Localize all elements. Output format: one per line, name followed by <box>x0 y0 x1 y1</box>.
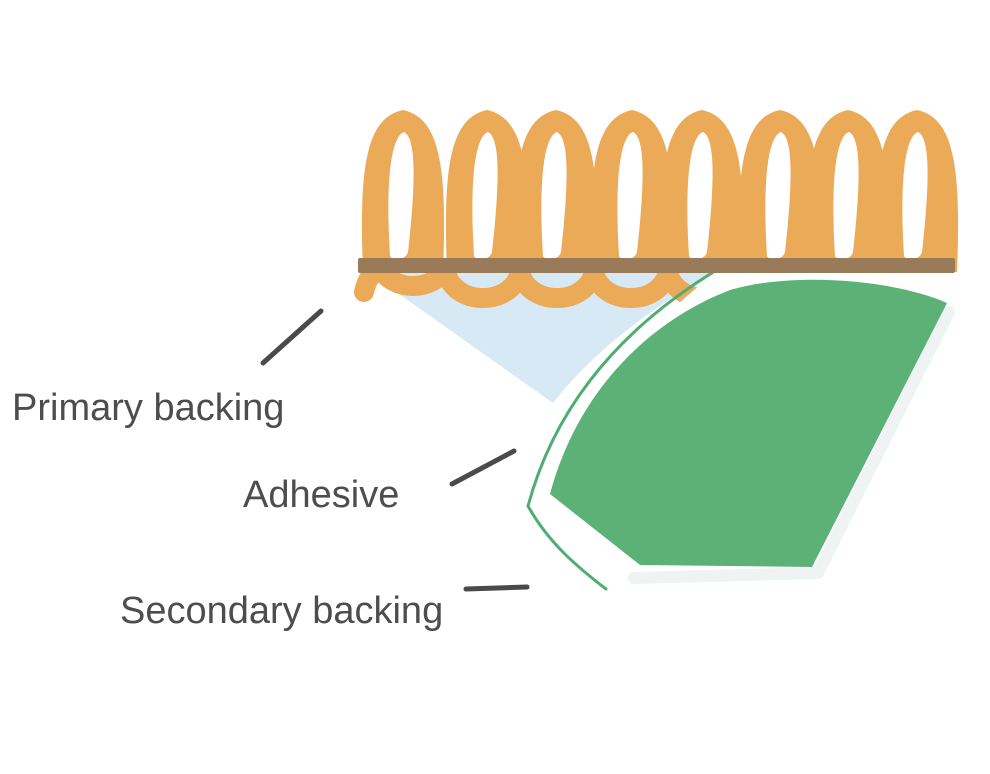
yarn-loop-slit <box>617 132 643 260</box>
secondary-backing-leader <box>463 584 530 592</box>
secondary-backing-sheet <box>550 279 947 567</box>
primary-backing-label: Primary backing <box>12 387 284 429</box>
yarn-underloops <box>354 254 752 308</box>
primary-backing-bar <box>358 258 955 273</box>
adhesive-leader <box>449 448 517 487</box>
yarn-loop-slit <box>687 132 713 260</box>
yarn-loops <box>361 110 959 272</box>
yarn-loop-slit <box>765 132 791 260</box>
yarn-loop-slit <box>833 132 859 260</box>
primary-backing-leader <box>260 308 324 366</box>
sheet-shadow <box>628 306 955 584</box>
yarn-loop-slit <box>472 132 498 260</box>
yarn-loop-slit <box>388 132 414 260</box>
yarn-loop-slit <box>541 132 567 260</box>
adhesive-label: Adhesive <box>243 474 399 516</box>
secondary-backing-outline <box>526 266 722 591</box>
secondary-backing-label: Secondary backing <box>120 590 443 632</box>
yarn-loop-slit <box>902 132 928 260</box>
